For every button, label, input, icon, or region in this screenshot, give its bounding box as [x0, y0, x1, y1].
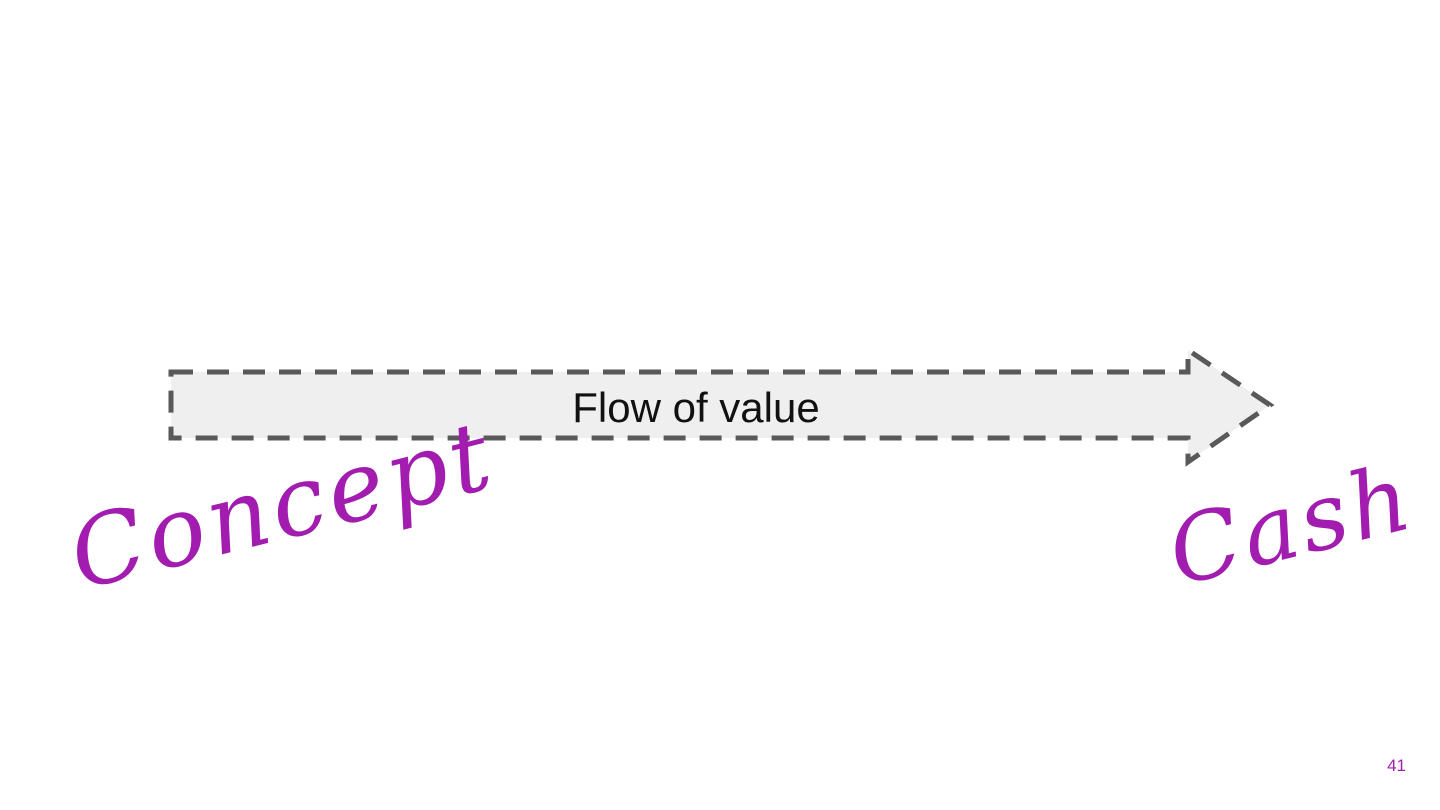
arrow-label: Flow of value — [572, 384, 820, 431]
page-number: 41 — [1387, 756, 1406, 775]
